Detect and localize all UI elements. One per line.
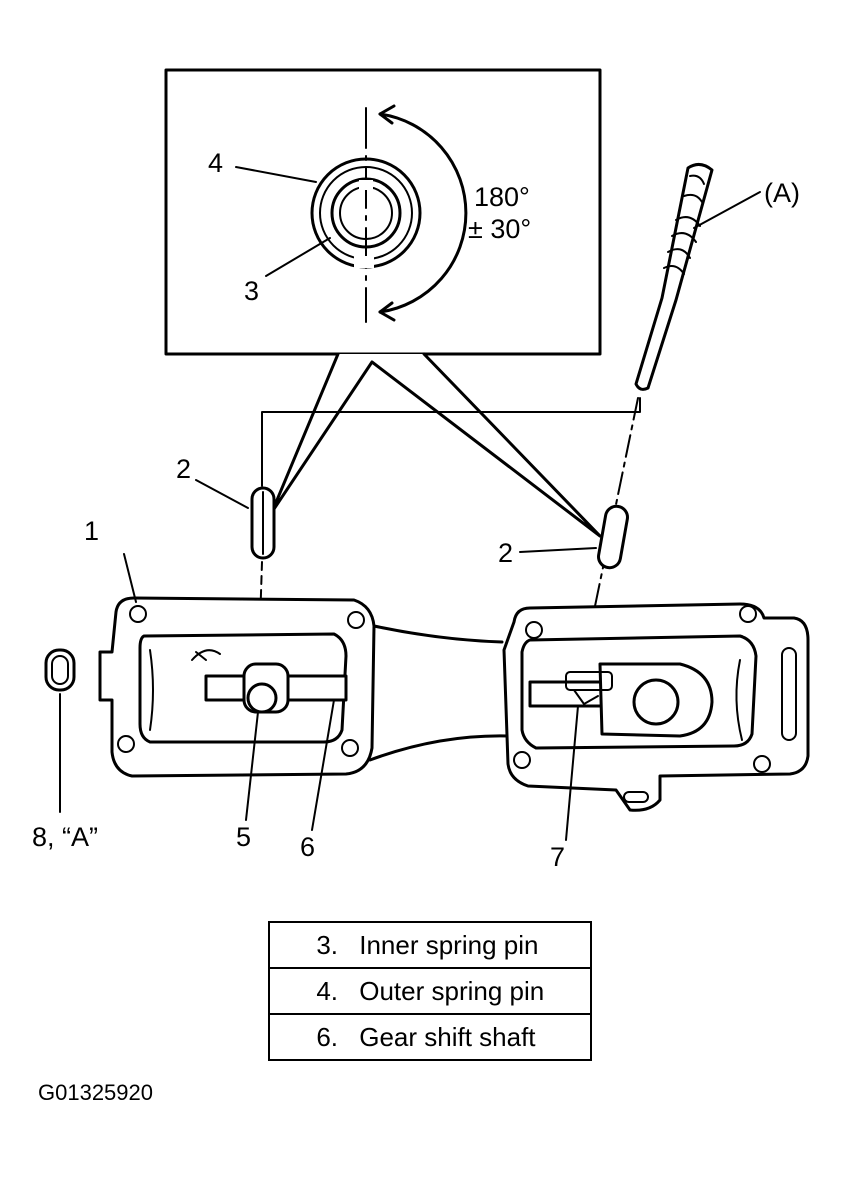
angle-label-180: 180° bbox=[474, 182, 530, 212]
legend-table: 3. Inner spring pin 4. Outer spring pin … bbox=[268, 921, 592, 1061]
callout-3: 3 bbox=[244, 276, 259, 306]
legend-cell: 6. Gear shift shaft bbox=[268, 1013, 592, 1061]
legend-num: 3. bbox=[316, 929, 338, 960]
legend-row: 6. Gear shift shaft bbox=[268, 1013, 592, 1061]
legend-text: Inner spring pin bbox=[359, 929, 539, 960]
legend-num: 6. bbox=[316, 1021, 338, 1052]
sealant-marker: 8, “A” bbox=[32, 648, 98, 852]
figure-code: G01325920 bbox=[38, 1080, 153, 1105]
callout-5: 5 bbox=[236, 822, 251, 852]
legend-cell: 4. Outer spring pin bbox=[268, 967, 592, 1015]
gear-shift-shaft-left: 5 6 bbox=[149, 649, 348, 862]
callout-4: 4 bbox=[208, 148, 223, 178]
callout-6: 6 bbox=[300, 832, 315, 862]
callout-1: 1 bbox=[84, 516, 99, 546]
legend-text: Outer spring pin bbox=[359, 975, 545, 1006]
angle-label-tolerance: ± 30° bbox=[468, 214, 531, 244]
detail-inset: 4 3 180° ± 30° bbox=[164, 68, 602, 356]
gear-shift-lever-right: 7 bbox=[528, 659, 743, 872]
legend-row: 4. Outer spring pin bbox=[268, 967, 592, 1015]
callout-8: 8, “A” bbox=[32, 822, 98, 852]
legend-num: 4. bbox=[316, 975, 338, 1006]
legend-cell: 3. Inner spring pin bbox=[268, 921, 592, 969]
detail-pointers bbox=[270, 352, 602, 538]
gear-shift-case: 1 bbox=[84, 516, 810, 812]
callout-2-left: 2 bbox=[176, 454, 191, 484]
spring-pin-tool: (A) bbox=[587, 163, 800, 641]
callout-7: 7 bbox=[550, 842, 565, 872]
legend-text: Gear shift shaft bbox=[359, 1021, 536, 1052]
callout-tool-a: (A) bbox=[764, 178, 800, 208]
spring-pin-left: 2 bbox=[176, 454, 276, 687]
spring-pin-right: 2 bbox=[498, 504, 629, 570]
callout-2-right: 2 bbox=[498, 538, 513, 568]
legend-row: 3. Inner spring pin bbox=[268, 921, 592, 969]
